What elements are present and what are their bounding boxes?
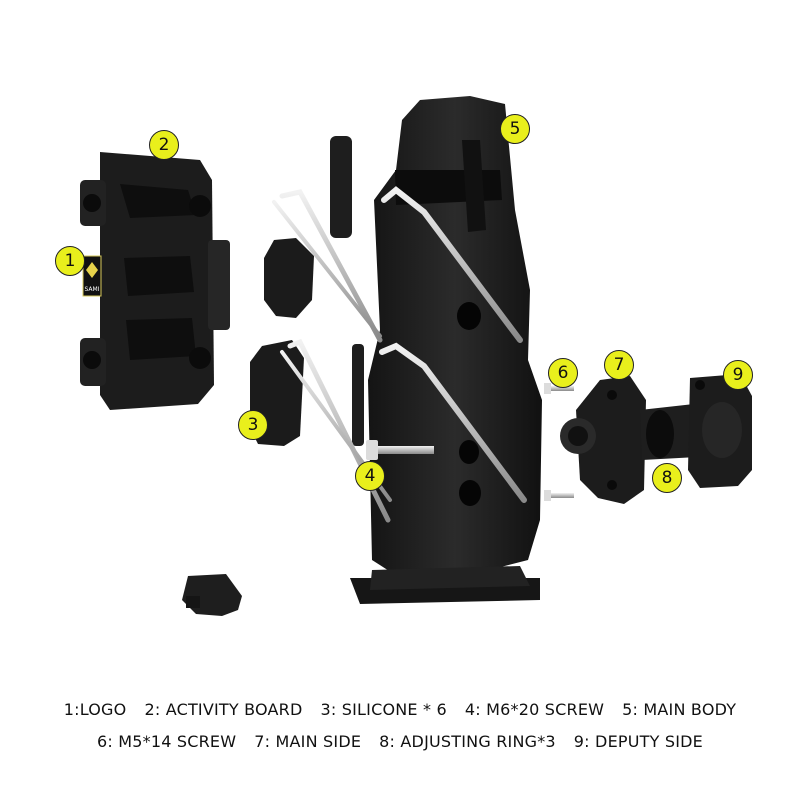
- legend-row-2: 6: M5*14 SCREW 7: MAIN SIDE 8: ADJUSTING…: [0, 732, 800, 751]
- callout-4: 4: [355, 461, 385, 491]
- callout-6: 6: [548, 358, 578, 388]
- callout-8: 8: [652, 463, 682, 493]
- legend-item: 3: SILICONE * 6: [320, 700, 447, 719]
- legend-item: 2: ACTIVITY BOARD: [144, 700, 303, 719]
- callout-7: 7: [604, 350, 634, 380]
- m5-screws: [544, 383, 574, 501]
- legend-item: 7: MAIN SIDE: [254, 732, 362, 751]
- main-side: [560, 376, 646, 504]
- exploded-diagram: SAMI: [80, 96, 752, 616]
- legend-item: 8: ADJUSTING RING*3: [379, 732, 556, 751]
- legend-item: 6: M5*14 SCREW: [97, 732, 237, 751]
- callout-9: 9: [723, 360, 753, 390]
- deputy-side: [688, 374, 752, 488]
- callout-2: 2: [149, 130, 179, 160]
- logo-plate: SAMI: [82, 255, 102, 297]
- loose-silicone-pad: [182, 574, 242, 616]
- callout-5: 5: [500, 114, 530, 144]
- legend-item: 5: MAIN BODY: [622, 700, 737, 719]
- legend-row-1: 1:LOGO 2: ACTIVITY BOARD 3: SILICONE * 6…: [0, 700, 800, 719]
- m6-screw: [366, 440, 434, 460]
- callout-1: 1: [55, 246, 85, 276]
- main-body: [350, 96, 542, 604]
- logo-text: SAMI: [85, 286, 100, 293]
- legend-item: 1:LOGO: [63, 700, 127, 719]
- legend-item: 9: DEPUTY SIDE: [573, 732, 703, 751]
- legend-item: 4: M6*20 SCREW: [464, 700, 605, 719]
- metal-rods: [272, 186, 527, 523]
- callout-3: 3: [238, 410, 268, 440]
- activity-board: [80, 152, 230, 410]
